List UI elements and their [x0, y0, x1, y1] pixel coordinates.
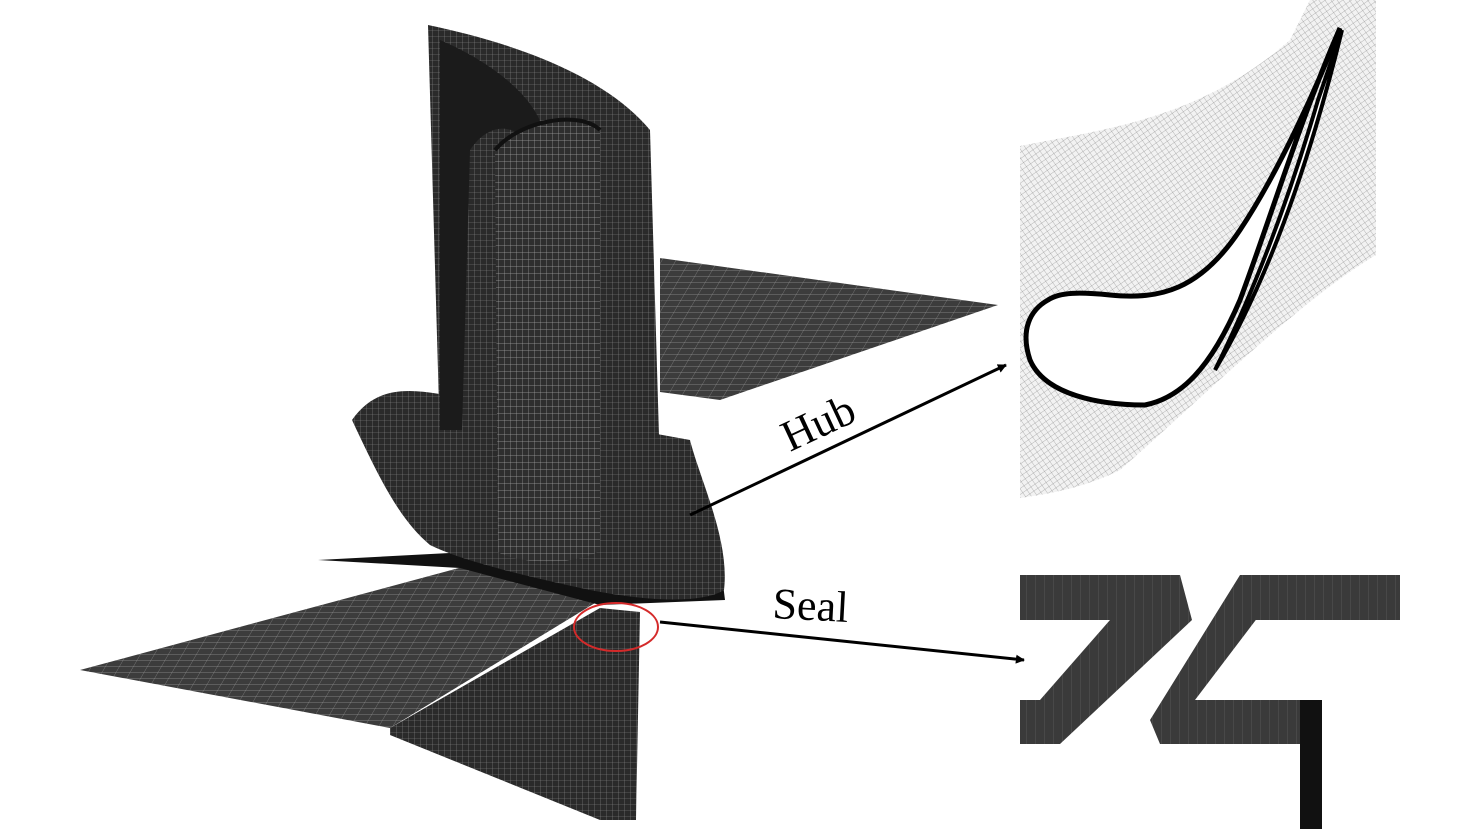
- hub-mesh-inset: [1020, 0, 1376, 498]
- seal-vertical-leg: [1300, 700, 1322, 829]
- hub-inset-passage: [1213, 29, 1344, 372]
- seal-top-left-bar: [1020, 575, 1192, 620]
- hub-label: Hub: [774, 385, 863, 461]
- main-mesh-3d: [80, 25, 998, 820]
- blade-curl: [440, 40, 545, 430]
- seal-arrow: [659, 620, 1025, 664]
- rear-hub-plate: [660, 258, 998, 400]
- seal-wall-plate: [390, 608, 640, 820]
- seal-label: Seal: [771, 579, 849, 632]
- seal-mesh-inset: [1020, 575, 1400, 829]
- cylinder-top-edge: [493, 117, 602, 152]
- hub-inset-airfoil: [1023, 27, 1343, 408]
- blade-cylinder: [495, 119, 600, 562]
- seal-left-diagonal: [1020, 620, 1192, 744]
- seal-right-diagonal: [1150, 575, 1320, 744]
- seal-highlight-circle: [573, 602, 659, 652]
- hub-arrow: [689, 363, 1007, 517]
- front-hub-plate: [80, 565, 600, 728]
